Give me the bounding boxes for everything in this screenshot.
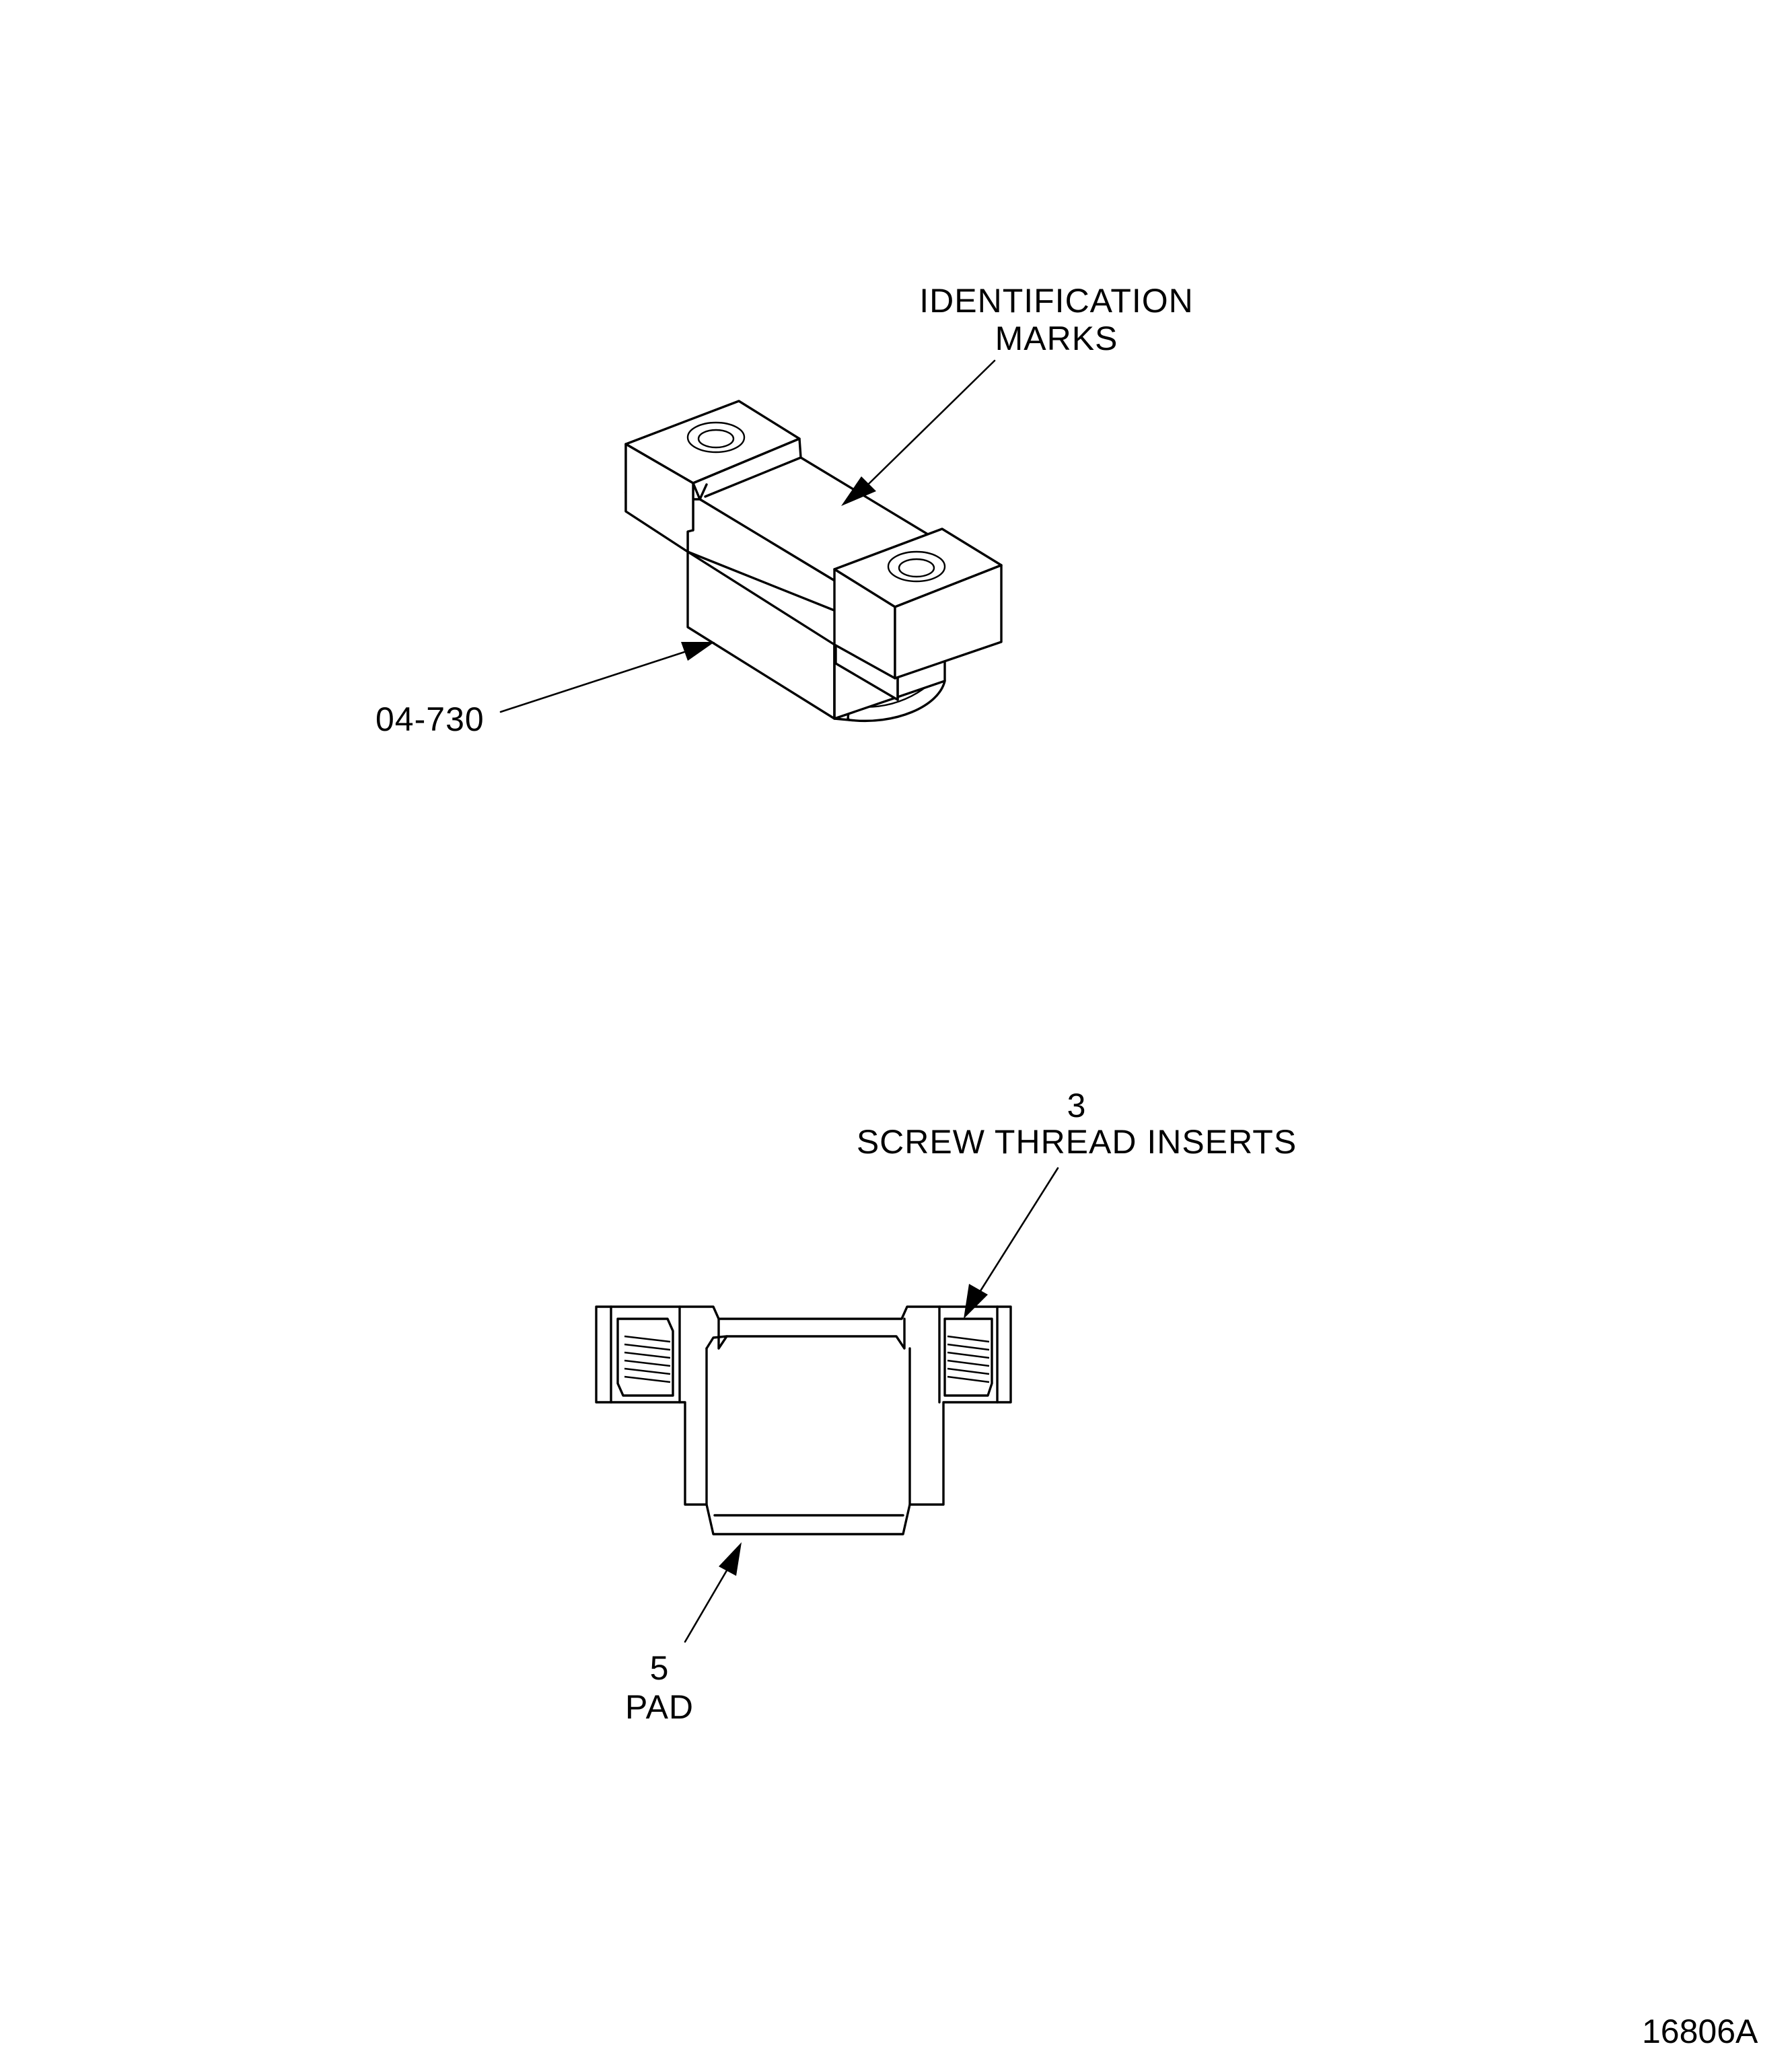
pad-quantity-label: 5 bbox=[649, 1649, 670, 1687]
side-right-insert bbox=[938, 1305, 999, 1404]
identification-marks-label-line1: IDENTIFICATION bbox=[919, 282, 1194, 320]
side-outline bbox=[595, 1305, 1012, 1535]
leader-identification-marks bbox=[841, 359, 996, 506]
part-number-label: 04-730 bbox=[375, 700, 485, 738]
side-pad-body bbox=[705, 1317, 911, 1517]
iso-right-end bbox=[833, 528, 1003, 680]
leader-pad bbox=[684, 1542, 742, 1643]
figure-id-label: 16806A bbox=[1642, 2013, 1758, 2050]
side-left-insert bbox=[610, 1305, 681, 1404]
inserts-quantity-label: 3 bbox=[1067, 1087, 1087, 1124]
leader-screw-thread-inserts bbox=[964, 1167, 1059, 1319]
leader-part-number bbox=[499, 642, 715, 713]
identification-marks-label-line2: MARKS bbox=[995, 320, 1118, 357]
pad-name-label: PAD bbox=[624, 1688, 694, 1726]
inserts-name-label: SCREW THREAD INSERTS bbox=[856, 1123, 1297, 1161]
